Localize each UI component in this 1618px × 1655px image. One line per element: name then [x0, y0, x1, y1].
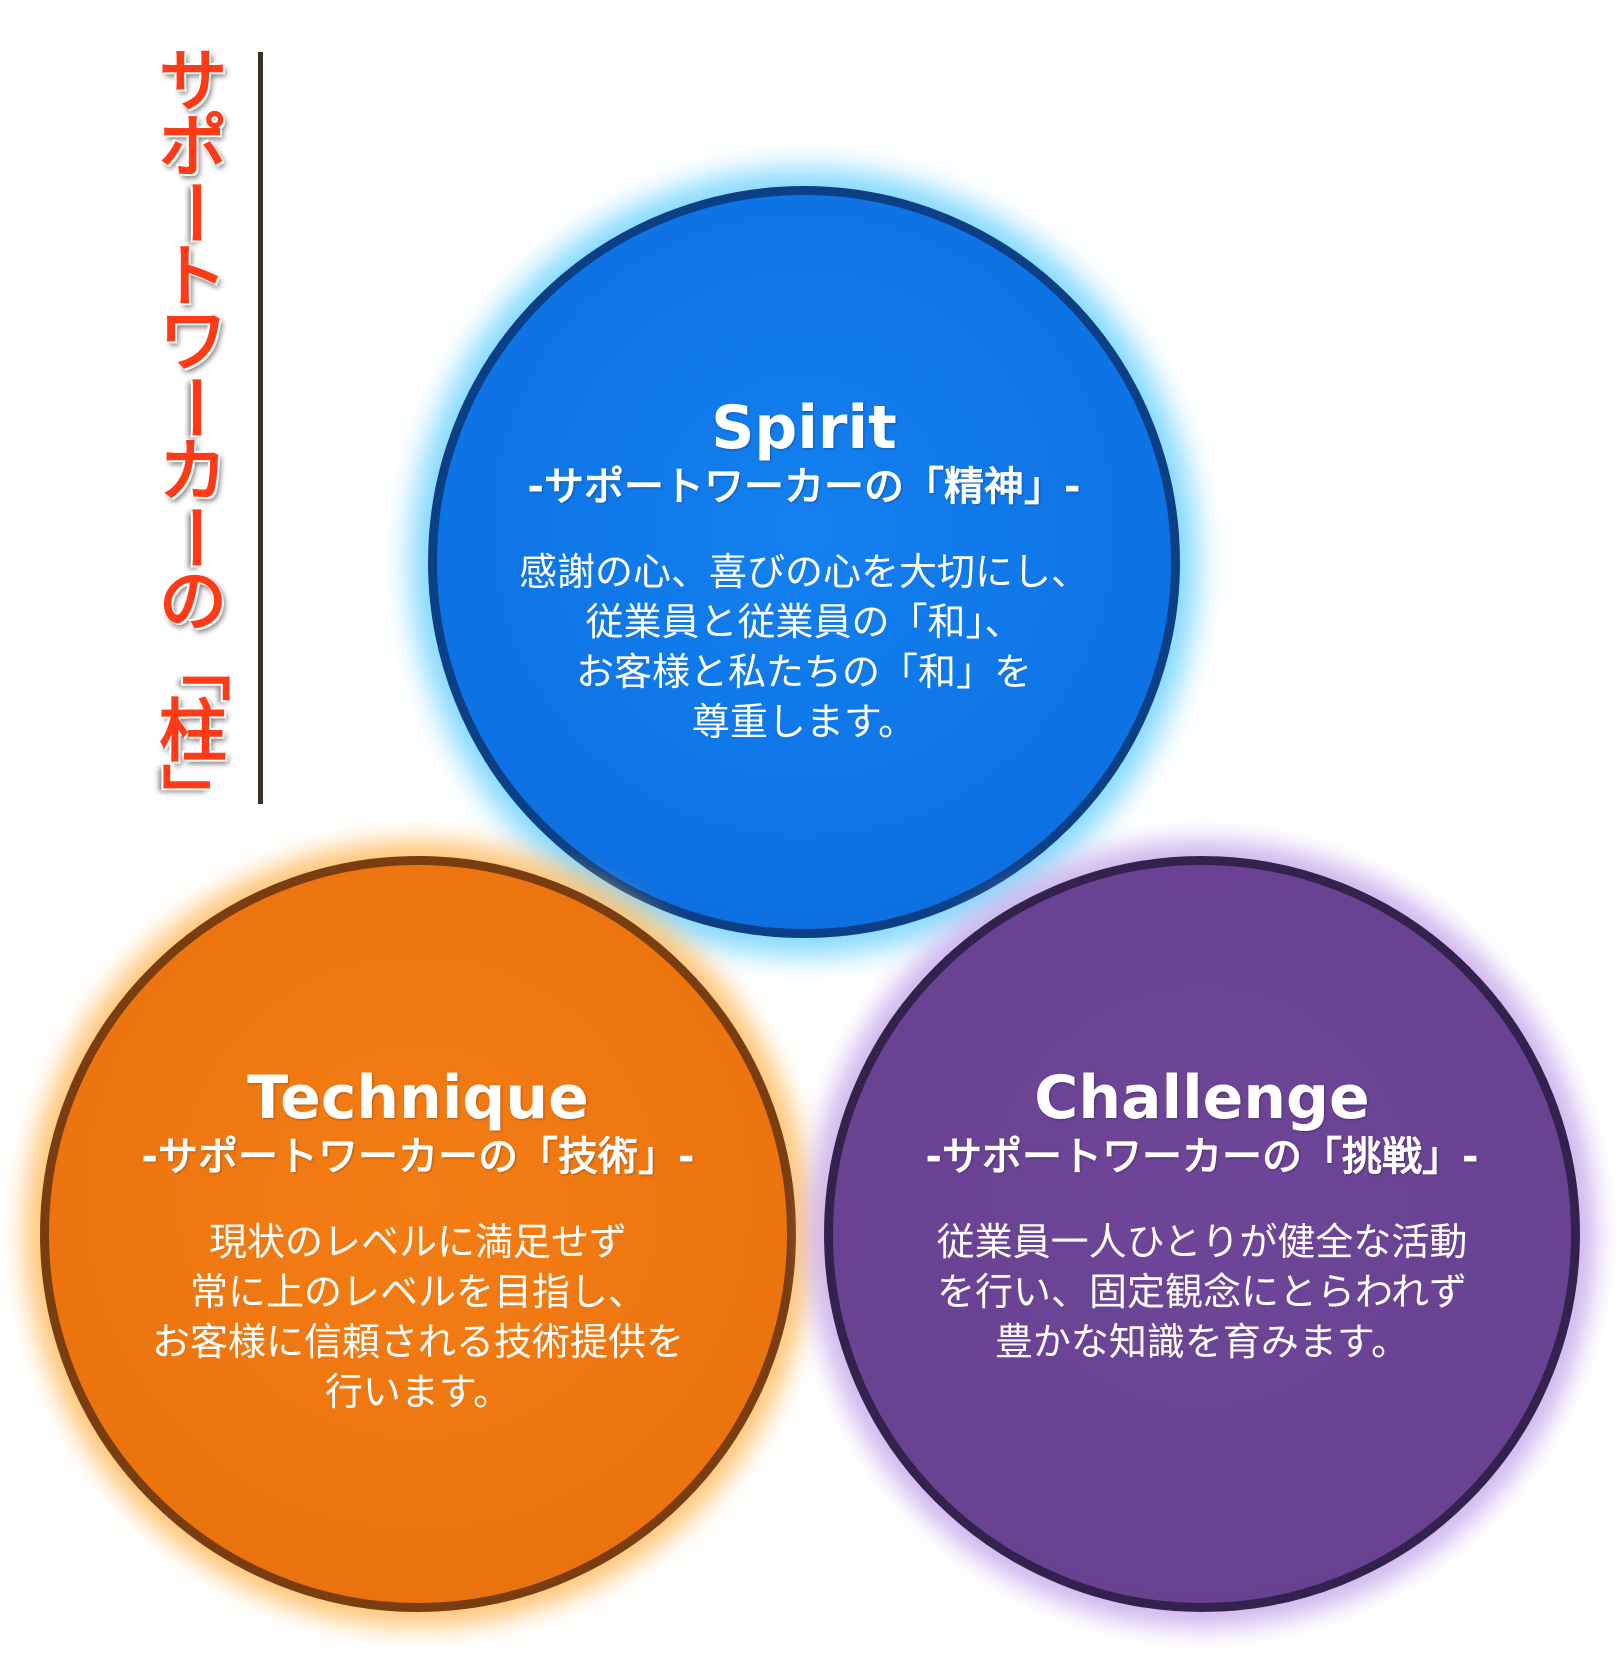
challenge-line: 従業員一人ひとりが健全な活動: [936, 1220, 1468, 1264]
title-char: ー: [153, 373, 233, 442]
title-char: ト: [158, 238, 227, 317]
spirit-heading: Spirit: [711, 393, 897, 463]
title-char: ポ: [158, 108, 227, 187]
challenge-circle: Challenge -サポートワーカーの「挑戦」- 従業員一人ひとりが健全な活動…: [824, 856, 1580, 1612]
challenge-description: 従業員一人ひとりが健全な活動 を行い、固定観念にとらわれず 豊かな知識を育みます…: [937, 1217, 1468, 1367]
title-char: カ: [158, 433, 227, 512]
technique-line: お客様に信頼される技術提供を: [151, 1320, 684, 1364]
title-char: 」: [153, 763, 233, 832]
title-char: 「: [153, 633, 233, 702]
spirit-line: 感謝の心、喜びの心を大切にし、: [518, 550, 1089, 594]
spirit-line: お客様と私たちの「和」を: [575, 650, 1032, 694]
title-char: ワ: [158, 303, 227, 382]
challenge-subheading: -サポートワーカーの「挑戦」-: [925, 1134, 1479, 1180]
page-title: サ ポ ー ト ワ ー カ ー の 「 柱 」: [148, 43, 238, 840]
challenge-line: 豊かな知識を育みます。: [994, 1320, 1410, 1364]
spirit-line: 従業員と従業員の「和」、: [585, 600, 1023, 644]
technique-description: 現状のレベルに満足せず 常に上のレベルを目指し、 お客様に信頼される技術提供を …: [152, 1217, 684, 1417]
title-divider: [258, 52, 263, 804]
title-char: 柱: [158, 693, 227, 772]
technique-line: 現状のレベルに満足せず: [208, 1220, 627, 1264]
spirit-circle: Spirit -サポートワーカーの「精神」- 感謝の心、喜びの心を大切にし、 従…: [428, 186, 1180, 938]
spirit-description: 感謝の心、喜びの心を大切にし、 従業員と従業員の「和」、 お客様と私たちの「和」…: [519, 547, 1089, 747]
technique-line: 常に上のレベルを目指し、: [189, 1270, 646, 1314]
challenge-heading: Challenge: [1034, 1063, 1370, 1133]
challenge-line: を行い、固定観念にとらわれず: [936, 1270, 1468, 1314]
technique-subheading: -サポートワーカーの「技術」-: [141, 1134, 695, 1180]
title-char: ー: [153, 503, 233, 572]
title-char: サ: [158, 43, 227, 122]
technique-heading: Technique: [247, 1063, 589, 1133]
title-char: ー: [153, 178, 233, 247]
spirit-subheading: -サポートワーカーの「精神」-: [527, 464, 1081, 510]
technique-circle: Technique -サポートワーカーの「技術」- 現状のレベルに満足せず 常に…: [40, 856, 796, 1612]
technique-line: 行います。: [324, 1370, 512, 1414]
spirit-line: 尊重します。: [691, 700, 917, 744]
title-char: の: [158, 563, 227, 642]
